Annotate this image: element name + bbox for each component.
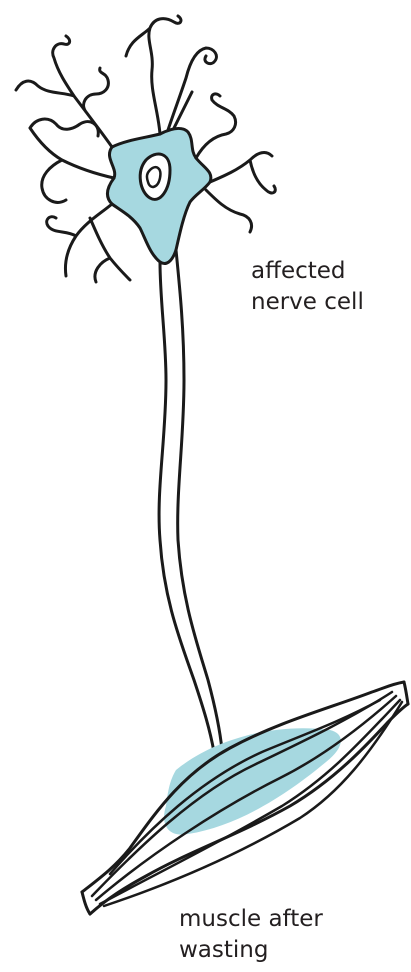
tendon-end-right	[404, 682, 408, 704]
nerve-cell-label: affected nerve cell	[251, 256, 364, 318]
axon-wall-right	[176, 250, 222, 750]
dendrite	[196, 94, 275, 232]
muscle-label: muscle after wasting	[179, 904, 323, 966]
nucleolus	[147, 167, 160, 187]
dendrite	[126, 16, 216, 134]
muscle-fiber-icon	[82, 682, 408, 914]
tendon-end-left	[82, 892, 90, 914]
axon-wall-left	[159, 262, 214, 752]
dendrite	[47, 204, 130, 282]
neuron-icon	[16, 16, 275, 752]
muscle-highlight	[164, 728, 341, 834]
dendrite	[174, 92, 192, 128]
